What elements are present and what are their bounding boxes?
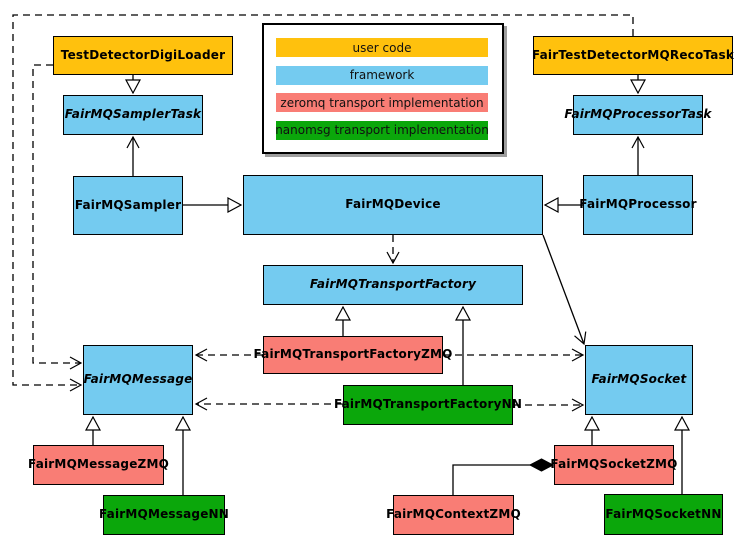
class-box-fair-test-detector-mq-reco-task: FairTestDetectorMQRecoTask	[532, 36, 734, 75]
class-box-fairmq-socket: FairMQSocket	[585, 345, 693, 415]
class-box-fairmq-socket-nn: FairMQSocketNN	[604, 494, 723, 535]
class-box-fairmq-transport-factory: FairMQTransportFactory	[263, 265, 523, 305]
legend-item-framework: framework	[276, 65, 488, 85]
class-box-fairmq-sampler: FairMQSampler	[73, 176, 183, 235]
class-box-test-detector-digi-loader: TestDetectorDigiLoader	[53, 36, 233, 75]
legend-item-nanomsg: nanomsg transport implementation	[275, 120, 489, 140]
class-box-fairmq-context-zmq: FairMQContextZMQ	[386, 495, 521, 535]
edge-recotask-to-message	[12, 14, 634, 392]
class-box-fairmq-processor: FairMQProcessor	[579, 175, 697, 235]
class-box-fairmq-device: FairMQDevice	[243, 175, 543, 235]
class-box-fairmq-message-zmq: FairMQMessageZMQ	[28, 445, 169, 485]
class-box-fairmq-transport-factory-nn: FairMQTransportFactoryNN	[334, 385, 522, 425]
class-box-fairmq-sampler-task: FairMQSamplerTask	[63, 95, 203, 135]
class-box-fairmq-message: FairMQMessage	[83, 345, 193, 415]
class-box-fairmq-message-nn: FairMQMessageNN	[99, 495, 229, 535]
class-box-fairmq-processor-task: FairMQProcessorTask	[564, 95, 711, 135]
legend-panel: user code framework zeromq transport imp…	[262, 23, 504, 154]
class-box-fairmq-transport-factory-zmq: FairMQTransportFactoryZMQ	[253, 336, 452, 374]
class-box-fairmq-socket-zmq: FairMQSocketZMQ	[550, 445, 677, 485]
edge-digiloader-to-message	[32, 64, 83, 370]
legend-item-user-code: user code	[276, 38, 488, 57]
legend-item-zeromq: zeromq transport implementation	[276, 93, 488, 113]
edge-device-to-socket	[542, 234, 587, 346]
edge-contextzmq-to-socketzmq	[452, 458, 555, 495]
